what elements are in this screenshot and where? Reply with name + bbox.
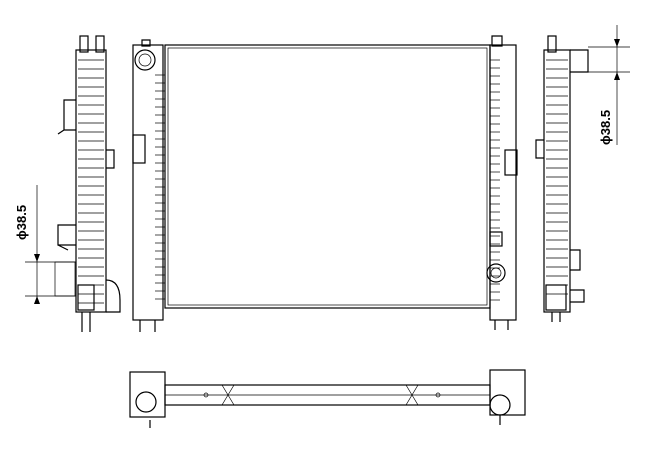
right-diameter-label: ϕ38.5 (598, 110, 613, 145)
right-tank (489, 44, 517, 321)
right-side-view (535, 35, 589, 322)
drain-plug (486, 263, 506, 283)
core (164, 44, 491, 309)
front-view (132, 35, 518, 332)
left-tank (132, 44, 164, 321)
bottom-view (129, 369, 526, 428)
filler-neck (134, 49, 156, 71)
left-diameter-dimension: ϕ38.5 (14, 185, 76, 304)
right-diameter-dimension: ϕ38.5 (588, 25, 630, 145)
left-diameter-label: ϕ38.5 (14, 205, 29, 240)
left-side-view (57, 35, 121, 332)
